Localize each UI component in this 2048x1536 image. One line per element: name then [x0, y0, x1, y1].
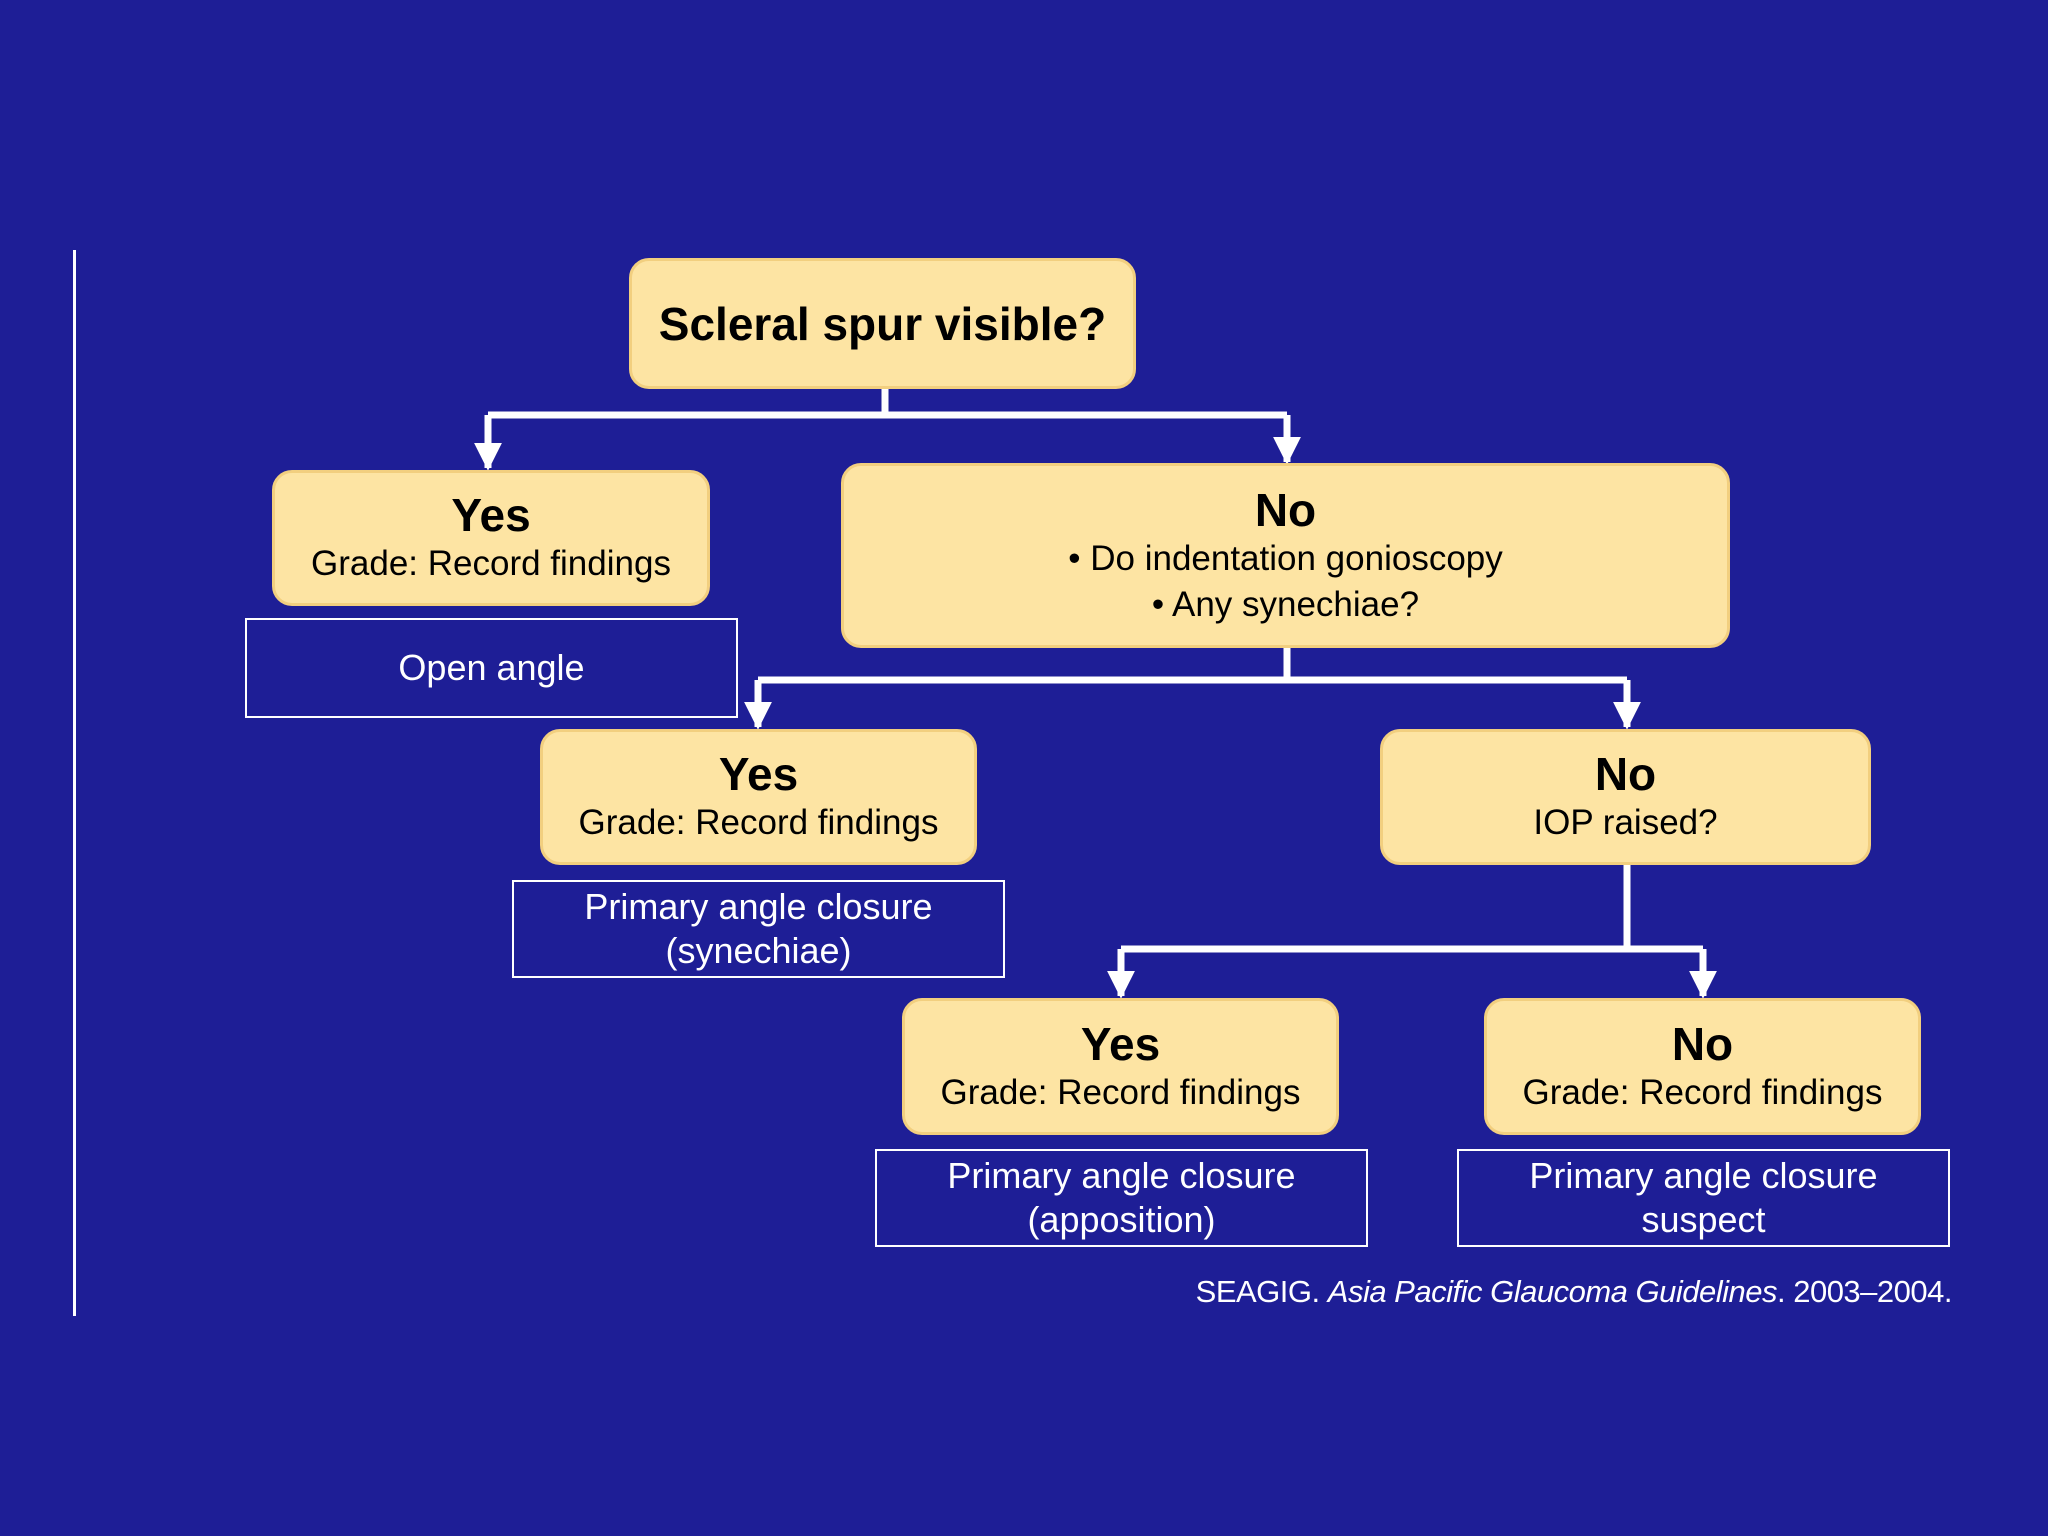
outcome-pac-apposition-line2: (apposition) — [1027, 1199, 1216, 1240]
node-synechiae-yes: Yes Grade: Record findings — [540, 729, 977, 865]
outcome-pac-synechiae: Primary angle closure (synechiae) — [512, 880, 1005, 978]
bullet-item: • Any synechiae? — [1151, 584, 1420, 624]
citation: SEAGIG. Asia Pacific Glaucoma Guidelines… — [1000, 1272, 1953, 1312]
node-synechiae-no-title: No — [1594, 748, 1657, 800]
node-spur-yes: Yes Grade: Record findings — [272, 470, 710, 606]
node-spur-yes-subtitle: Grade: Record findings — [311, 544, 671, 583]
outcome-pac-suspect: Primary angle closure suspect — [1457, 1149, 1950, 1247]
outcome-open-angle: Open angle — [245, 618, 738, 718]
node-iop-no-subtitle: Grade: Record findings — [1522, 1072, 1883, 1112]
outcome-open-angle-label: Open angle — [398, 647, 585, 688]
citation-title: Asia Pacific Glaucoma Guidelines — [1327, 1274, 1778, 1309]
node-iop-yes-title: Yes — [1080, 1017, 1161, 1070]
bullet-item: • Do indentation gonioscopy — [1068, 538, 1503, 578]
citation-years: . 2003–2004. — [1776, 1274, 1953, 1309]
node-synechiae-yes-subtitle: Grade: Record findings — [578, 803, 939, 842]
node-iop-no: No Grade: Record findings — [1484, 998, 1921, 1135]
node-spur-no: No • Do indentation gonioscopy • Any syn… — [841, 463, 1730, 648]
node-synechiae-yes-title: Yes — [718, 748, 799, 800]
outcome-pac-apposition: Primary angle closure (apposition) — [875, 1149, 1368, 1247]
outcome-pac-synechiae-line1: Primary angle closure — [584, 886, 933, 927]
node-spur-no-title: No — [1254, 483, 1317, 536]
outcome-pac-synechiae-line2: (synechiae) — [665, 930, 852, 971]
node-iop-question: IOP raised? — [1533, 803, 1718, 842]
slide-left-rule — [73, 250, 76, 1316]
node-spur-yes-title: Yes — [451, 489, 531, 541]
node-scleral-spur-question: Scleral spur visible? — [629, 258, 1136, 389]
outcome-pac-suspect-line2: suspect — [1641, 1199, 1766, 1240]
outcome-pac-suspect-line1: Primary angle closure — [1529, 1155, 1878, 1196]
node-iop-no-title: No — [1671, 1017, 1734, 1070]
node-spur-no-bullets: • Do indentation gonioscopy • Any synech… — [1068, 536, 1503, 628]
node-synechiae-no: No IOP raised? — [1380, 729, 1871, 865]
node-scleral-spur-title: Scleral spur visible? — [658, 297, 1107, 350]
node-iop-yes-subtitle: Grade: Record findings — [940, 1072, 1301, 1112]
citation-org: SEAGIG. — [1195, 1274, 1328, 1309]
outcome-pac-apposition-line1: Primary angle closure — [947, 1155, 1296, 1196]
node-iop-yes: Yes Grade: Record findings — [902, 998, 1339, 1135]
